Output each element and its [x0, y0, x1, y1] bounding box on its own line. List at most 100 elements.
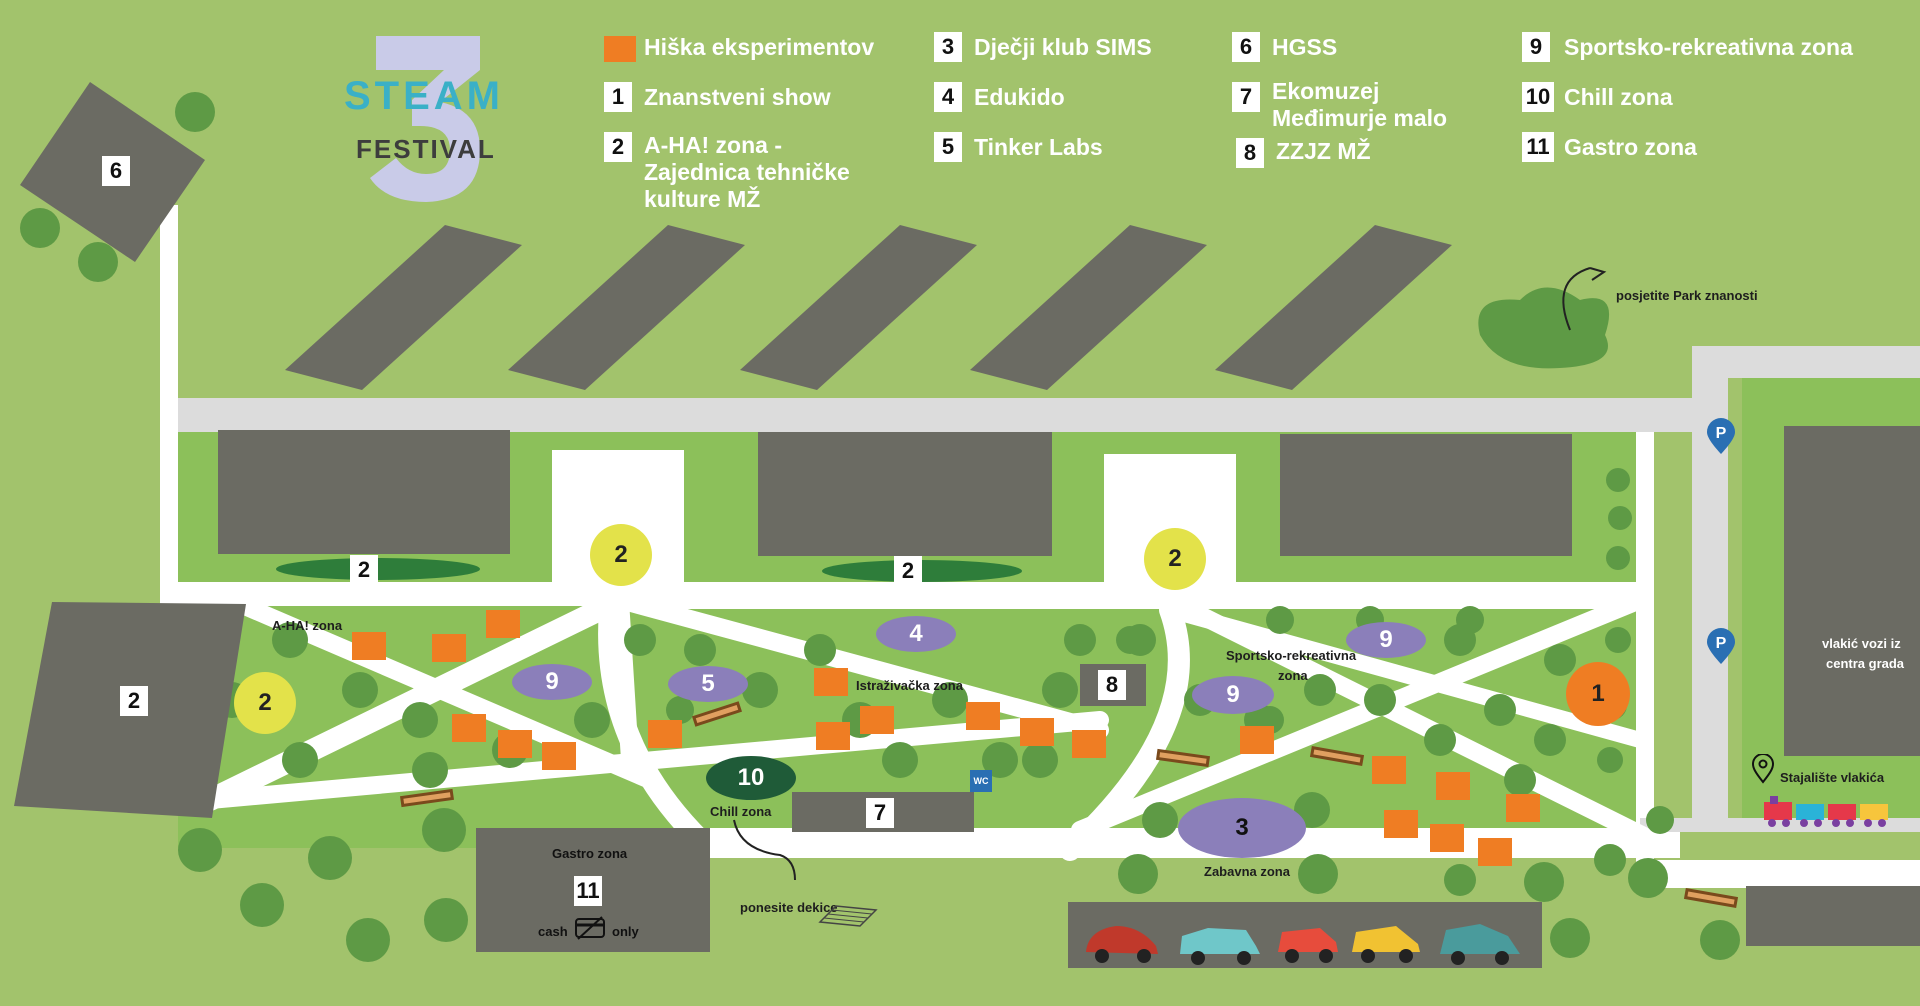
legend-label: ZZJZ MŽ	[1276, 138, 1371, 164]
car-icon	[1086, 926, 1158, 963]
label-stajaliste: Stajalište vlakića	[1780, 770, 1885, 785]
label-posjetite-park: posjetite Park znanosti	[1616, 288, 1758, 303]
label-cash: cash	[538, 924, 568, 939]
legend-label: Sportsko-rekreativna zona	[1564, 34, 1853, 60]
legend-label: Hiška eksperimentov	[644, 34, 875, 60]
marker-5[interactable]: 5	[668, 666, 748, 702]
experiment-house	[648, 720, 682, 748]
label-zabavna-zona: Zabavna zona	[1204, 864, 1290, 879]
train-icon	[1764, 796, 1888, 827]
experiment-house	[1436, 772, 1470, 800]
label-only: only	[612, 924, 639, 939]
legend-label: Dječji klub SIMS	[974, 34, 1152, 60]
marker-7[interactable]: 7	[866, 798, 894, 828]
no-card-icon	[575, 916, 605, 940]
building-bottom-right	[1746, 886, 1920, 946]
marker-6[interactable]: 6	[102, 156, 130, 186]
experiment-house	[542, 742, 576, 770]
marker-9-right[interactable]: 9	[1346, 622, 1426, 658]
green-oval-middle	[822, 560, 1022, 582]
legend-label: Chill zona	[1564, 84, 1673, 110]
label-ponesite-dekice: ponesite dekice	[740, 900, 838, 915]
label-gastro-zona: Gastro zona	[552, 846, 628, 861]
legend-key: 5	[934, 132, 962, 162]
car-icon	[1278, 928, 1338, 963]
marker-2-building[interactable]: 2	[120, 686, 148, 716]
legend-label: Ekomuzej Međimurje malo	[1272, 78, 1448, 131]
car-parade	[1086, 924, 1520, 965]
experiment-house	[1478, 838, 1512, 866]
legend-key: 10	[1522, 82, 1554, 112]
experiment-house	[814, 668, 848, 696]
experiment-house	[816, 722, 850, 750]
label-istrazivacka-zona: Istraživačka zona	[856, 678, 963, 693]
svg-text:P: P	[1716, 635, 1727, 652]
marker-2-top-left[interactable]: 2	[350, 555, 378, 585]
marker-9-left[interactable]: 9	[512, 664, 592, 700]
bench-icon	[399, 701, 1739, 909]
diagonal-paths	[199, 589, 1661, 861]
marker-8[interactable]: 8	[1098, 670, 1126, 700]
park-arrow-icon	[1562, 267, 1591, 331]
experiment-house	[498, 730, 532, 758]
legend-key: 11	[1522, 132, 1554, 162]
label-aha-zona: A-HA! zona	[272, 618, 343, 633]
experiment-house	[432, 634, 466, 662]
main-road	[178, 398, 1726, 432]
experiment-house	[1384, 810, 1418, 838]
trees	[20, 92, 1740, 962]
marker-2-top-middle[interactable]: 2	[894, 556, 922, 586]
marker-2-circle-left[interactable]: 2	[234, 672, 296, 734]
experiment-house	[1020, 718, 1054, 746]
marker-2-circle-top1[interactable]: 2	[590, 524, 652, 586]
legend-key: 3	[934, 32, 962, 62]
legend-label: Znanstveni show	[644, 84, 831, 110]
building-2-left	[218, 430, 510, 554]
experiment-house	[352, 632, 386, 660]
building-right-far	[1784, 426, 1920, 756]
top-building-strips	[285, 225, 1452, 390]
legend-label: Edukido	[974, 84, 1065, 110]
experiment-house	[486, 610, 520, 638]
label-vlakic-1: vlakić vozi iz	[1822, 636, 1901, 651]
parking-icon[interactable]: P	[1706, 418, 1736, 456]
parking-icon[interactable]: P	[1706, 628, 1736, 666]
legend-key: 7	[1232, 82, 1260, 112]
marker-2-circle-top2[interactable]: 2	[1144, 528, 1206, 590]
experiment-house	[860, 706, 894, 734]
marker-10[interactable]: 10	[706, 756, 796, 800]
marker-3[interactable]: 3	[1178, 798, 1306, 858]
building-right	[1280, 434, 1572, 556]
green-oval-left	[276, 558, 480, 580]
label-vlakic-2: centra grada	[1826, 656, 1905, 671]
experiment-house	[1506, 794, 1540, 822]
legend-key: 2	[604, 132, 632, 162]
marker-9-middle[interactable]: 9	[1192, 676, 1274, 714]
building-2-middle	[758, 432, 1052, 556]
svg-text:P: P	[1716, 425, 1727, 442]
label-chill-zona: Chill zona	[710, 804, 772, 819]
marker-11[interactable]: 11	[574, 876, 602, 906]
logo-text-steam: STEAM	[344, 74, 504, 118]
legend-label: A-HA! zona - Zajednica tehničke kulture …	[644, 132, 850, 212]
steam-festival-logo: STEAM FESTIVAL	[330, 30, 530, 210]
park-znanosti-area	[1478, 287, 1610, 369]
toilet-icon: WC	[970, 770, 992, 792]
legend-orange-swatch	[604, 36, 636, 62]
experiment-house	[1372, 756, 1406, 784]
marker-1[interactable]: 1	[1566, 662, 1630, 726]
car-icon	[1440, 924, 1520, 965]
experiment-house	[1072, 730, 1106, 758]
legend-key: 4	[934, 82, 962, 112]
logo-text-festival: FESTIVAL	[356, 134, 496, 164]
label-sportsko-2: zona	[1278, 668, 1308, 683]
logo-3-shape	[370, 36, 480, 202]
side-road-top	[1692, 346, 1920, 378]
car-icon	[1352, 926, 1420, 963]
legend-key: 1	[604, 82, 632, 112]
blanket-icon	[818, 905, 878, 927]
marker-4[interactable]: 4	[876, 616, 956, 652]
legend-key: 9	[1522, 32, 1550, 62]
location-pin-icon	[1752, 754, 1774, 784]
